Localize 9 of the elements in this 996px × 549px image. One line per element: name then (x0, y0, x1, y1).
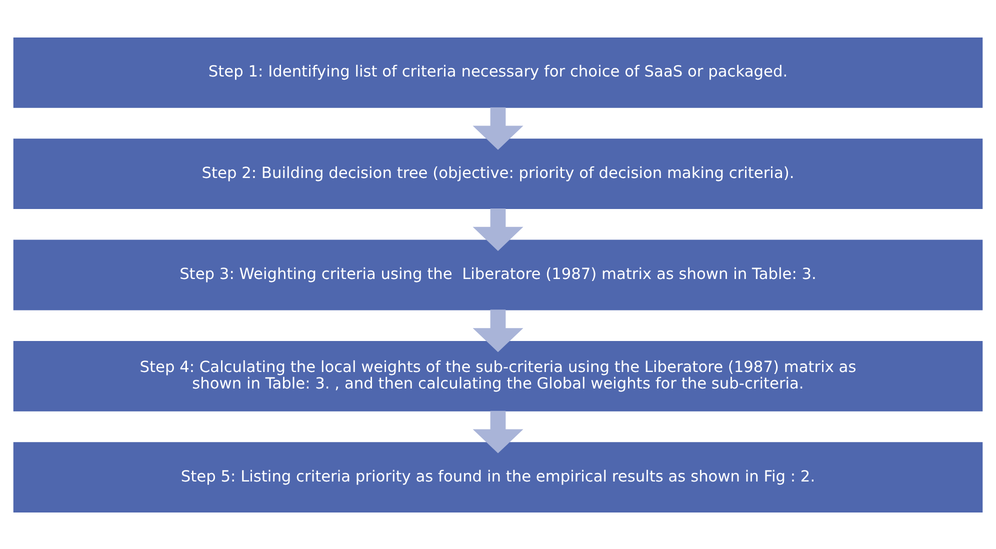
node-box: Step 2: Building decision tree (objective: priority of decision making criteria). (13, 138, 983, 209)
arrow (472, 106, 524, 150)
arrow (472, 309, 524, 352)
node-box: Step 5: Listing criteria priority as found in the empirical results as shown in Fig : 2. (13, 442, 983, 512)
node-box: Step 1: Identifying list of criteria necessary for choice of SaaS or packaged. (13, 36, 983, 108)
arrow (472, 208, 524, 250)
arrow (472, 410, 524, 453)
node-box: Step 4: Calculating the local weights of the sub-criteria using the Liberatore (1987) matrix as shown in Table: 3. , and then calculating the Global weights for the sub-criteria. (13, 340, 983, 411)
node-box: Step 3: Weighting criteria using the Liberatore (1987) matrix as shown in Table: 3. (13, 239, 983, 310)
